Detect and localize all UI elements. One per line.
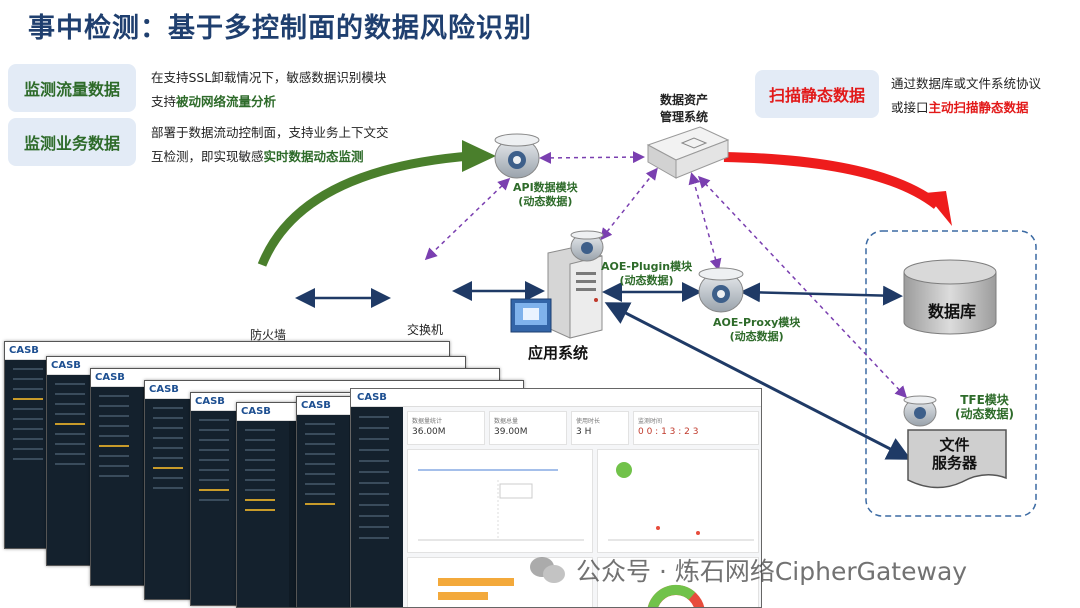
tfe-module-label: TFE模块 (动态数据)	[955, 393, 1014, 421]
stat-card-2: 数据总量 39.00M	[489, 411, 567, 445]
aoe-proxy-label: AOE-Proxy模块 (动态数据)	[713, 316, 801, 343]
page-title: 事中检测：基于多控制面的数据风险识别	[28, 13, 532, 44]
stat-card-4: 监测时间 0 0 : 1 3 : 2 3	[633, 411, 759, 445]
scatter-chart-icon	[608, 462, 754, 541]
link-api-network	[424, 177, 511, 261]
asset-server-icon	[646, 126, 730, 179]
desc-static-scan: 通过数据库或文件系统协议 或接口主动扫描静态数据	[891, 76, 1042, 115]
link-app-fileserver	[604, 302, 912, 460]
bar-chart-icon	[438, 578, 514, 600]
tfe-gear-icon	[903, 395, 937, 427]
tag-business-monitoring: 监测业务数据	[8, 118, 136, 166]
aoe-plugin-label: AOE-Plugin模块 (动态数据)	[601, 260, 693, 287]
tag-traffic-monitoring: 监测流量数据	[8, 64, 136, 112]
scatter-chart-panel	[597, 449, 759, 553]
stat-card-3: 使用时长 3 H	[571, 411, 629, 445]
app-system-label: 应用系统	[528, 344, 589, 362]
file-server-label: 文件 服务器	[932, 436, 978, 472]
trend-chart-icon	[418, 469, 584, 541]
bar-chart-panel	[407, 557, 593, 607]
app-server-icon	[510, 245, 603, 339]
asset-mgmt-label: 数据资产 管理系统	[660, 93, 709, 124]
tag-static-scan: 扫描静态数据	[755, 70, 879, 118]
switch-label: 交换机	[407, 323, 444, 337]
stat-card-1: 数据量统计 36.00M	[407, 411, 485, 445]
watermark: 公众号 · 炼石网络CipherGateway	[530, 552, 967, 588]
green-flow-arrow	[257, 151, 471, 267]
desc-business-monitoring: 部署于数据流动控制面，支持业务上下文交 互检测，即实现敏感实时数据动态监测	[151, 125, 389, 164]
casb-dashboard-screenshot: CASB 数据量统计 36.00M 数据总量 39.00M 使用时长 3 H 监…	[350, 388, 762, 608]
trend-chart-panel	[407, 449, 593, 553]
link-proxy-asset	[688, 172, 722, 271]
firewall-label: 防火墙	[250, 328, 287, 342]
red-flow-arrow	[723, 152, 941, 209]
proxy-gear-icon	[698, 267, 744, 313]
link-proxy-database	[740, 282, 903, 306]
api-gear-icon	[494, 133, 540, 179]
wechat-icon	[530, 555, 568, 585]
plugin-gear-icon	[570, 230, 604, 262]
donut-chart-panel	[597, 557, 759, 607]
api-module-label: API数据模块 (动态数据)	[513, 181, 578, 208]
donut-chart-icon	[647, 584, 705, 607]
link-api-asset	[539, 151, 645, 164]
link-plugin-asset	[600, 167, 658, 241]
desc-traffic-monitoring: 在支持SSL卸载情况下，敏感数据识别模块 支持被动网络流量分析	[151, 70, 387, 109]
file-server-icon	[907, 429, 1007, 489]
database-icon	[903, 259, 997, 335]
database-label: 数据库	[928, 302, 977, 321]
